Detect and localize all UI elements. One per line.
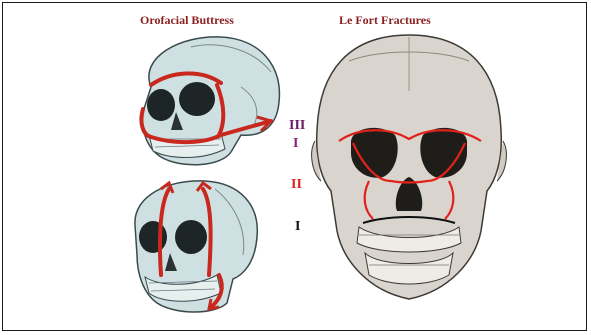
- slide-frame: Orofacial Buttress Le Fort Fractures: [2, 2, 587, 331]
- skull-oblique-upper-illustration: [121, 27, 286, 177]
- skull-frontal-lower-illustration: [115, 175, 265, 320]
- orofacial-buttress-title: Orofacial Buttress: [140, 13, 234, 28]
- le-fort-label-i-lower: I: [295, 220, 300, 234]
- le-fort-label-iii: III: [289, 119, 305, 133]
- le-fort-fractures-title: Le Fort Fractures: [339, 13, 431, 28]
- le-fort-label-ii: II: [291, 178, 302, 192]
- le-fort-label-i-upper: I: [293, 137, 298, 151]
- skull-frontal-le-fort-illustration: [309, 31, 509, 306]
